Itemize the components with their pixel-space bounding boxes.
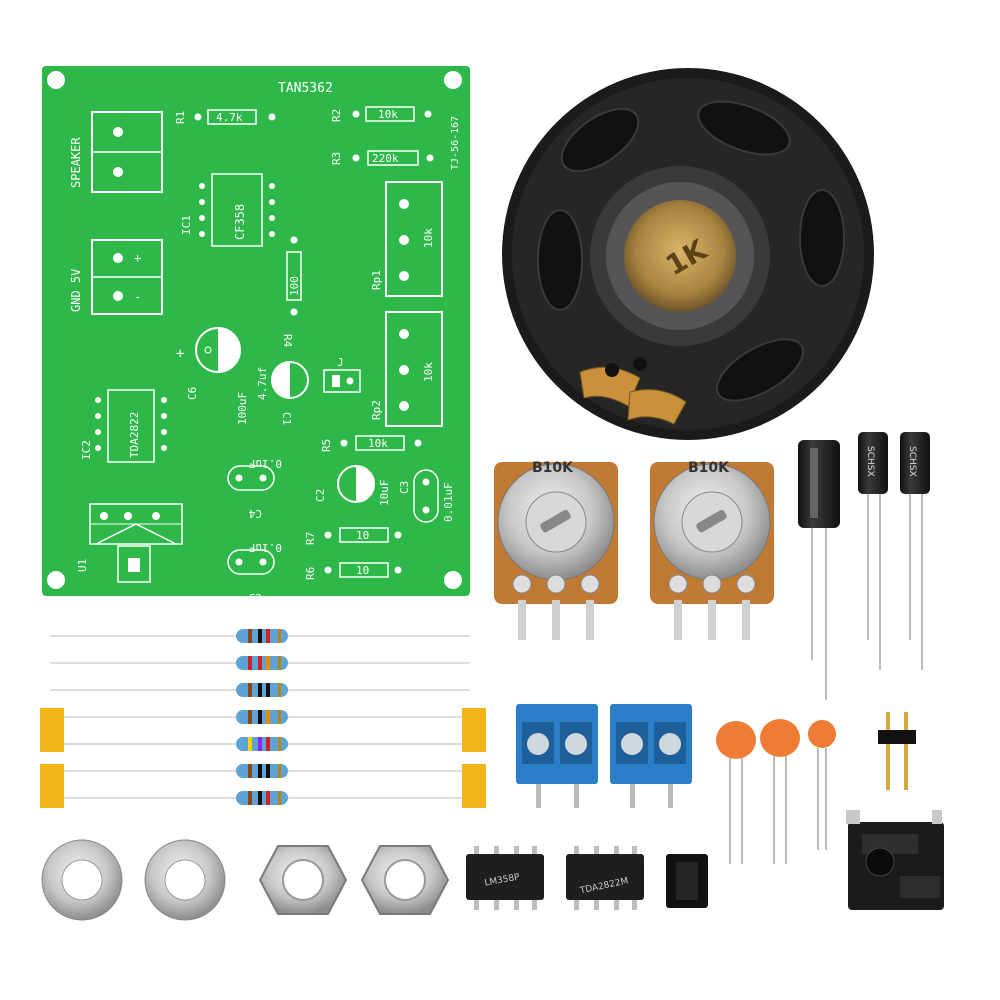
speaker: 1K (502, 68, 874, 440)
c6-value: 100uF (236, 392, 249, 425)
cap-marking: SCHSX (907, 446, 917, 477)
power-label: GND 5V (69, 269, 83, 312)
resistor (50, 764, 470, 778)
ceramic-capacitor (716, 721, 756, 864)
ic2-part: TDA2822 (128, 412, 141, 458)
ic2-ref: IC2 (80, 440, 93, 460)
r6-ref: R6 (304, 567, 317, 580)
pcb-board: TAN5362 TJ-56-167 SPEAKER + - GND 5V R1 … (42, 66, 470, 604)
j-ref: J (337, 356, 344, 369)
tape-strip (40, 708, 64, 752)
c6-polarity: + (176, 346, 184, 362)
r4-ref: R4 (281, 334, 294, 348)
resistor (50, 737, 470, 751)
electrolytic-capacitor-large (798, 440, 840, 700)
potentiometer: B10K (494, 460, 618, 640)
ceramic-capacitor (808, 720, 836, 850)
dip-chip: LM358P (466, 846, 544, 910)
r7-value: 10 (356, 529, 369, 542)
cap-marking: SCHSX (865, 446, 875, 477)
r3-ref: R3 (330, 152, 343, 165)
r5-ref: R5 (320, 439, 333, 452)
dip-chip: TDA2822M (566, 846, 644, 910)
speaker-magnet (624, 200, 736, 312)
rp2-ref: Rp2 (370, 400, 383, 420)
rp1-value: 10k (422, 228, 435, 248)
c2-ref: C2 (314, 489, 327, 502)
hex-nut (360, 845, 450, 915)
c2-value: 10uF (378, 480, 391, 507)
rp1-ref: Rp1 (370, 270, 383, 290)
electrolytic-capacitor: SCHSX (858, 432, 888, 670)
pcb-board-name: TAN5362 (278, 81, 333, 96)
c3-ref: C3 (398, 481, 411, 494)
c5-value: 0.1uF (249, 541, 282, 554)
washer (41, 839, 123, 921)
resistor (50, 710, 470, 724)
c3-value: 0.01uF (442, 482, 455, 522)
pin-header (878, 712, 916, 790)
pot-label: B10K (688, 460, 730, 476)
r2-ref: R2 (330, 109, 343, 122)
resistor (50, 791, 470, 805)
c4-ref: C4 (248, 507, 262, 520)
tape-strip (462, 708, 486, 752)
power-minus: - (134, 290, 141, 304)
mounting-hole (444, 71, 462, 89)
r4-value: 100 (288, 276, 301, 296)
c6-ref: C6 (186, 387, 199, 400)
r6-value: 10 (356, 564, 369, 577)
jumper-cap (666, 854, 708, 908)
electrolytic-capacitor: SCHSX (900, 432, 930, 670)
tape-strip (462, 764, 486, 808)
pot-label: B10K (532, 460, 574, 476)
r1-ref: R1 (174, 111, 187, 124)
potentiometer: B10K (650, 460, 774, 640)
mounting-hole (47, 71, 65, 89)
c1-ref: C1 (280, 412, 293, 425)
terminal-block (610, 704, 692, 808)
mounting-hole (444, 571, 462, 589)
r7-ref: R7 (304, 532, 317, 545)
audio-jack (846, 810, 944, 910)
terminal-block (516, 704, 598, 808)
c1-value: 4.7uf (256, 367, 269, 400)
ic1-ref: IC1 (180, 215, 193, 235)
rp2-value: 10k (422, 362, 435, 382)
resistor (50, 656, 470, 670)
tape-strip (40, 764, 64, 808)
resistor (50, 629, 470, 643)
r2-value: 10k (378, 108, 398, 121)
c4-value: 0.1uF (249, 457, 282, 470)
hex-nut (258, 845, 348, 915)
ceramic-capacitor (760, 719, 800, 864)
speaker-label: SPEAKER (69, 137, 83, 188)
mounting-hole (47, 571, 65, 589)
pcb-substrate (42, 66, 470, 596)
r5-value: 10k (368, 437, 388, 450)
c5-ref: C5 (249, 591, 262, 604)
speaker-terminals (579, 357, 687, 425)
r3-value: 220k (372, 152, 399, 165)
u1-ref: U1 (76, 559, 89, 572)
resistor-strip (40, 629, 486, 808)
resistor (50, 683, 470, 697)
ic1-part: CF358 (233, 204, 247, 240)
power-plus: + (134, 251, 141, 265)
r1-value: 4.7k (216, 111, 243, 124)
pcb-code: TJ-56-167 (450, 116, 461, 170)
washer (144, 839, 226, 921)
